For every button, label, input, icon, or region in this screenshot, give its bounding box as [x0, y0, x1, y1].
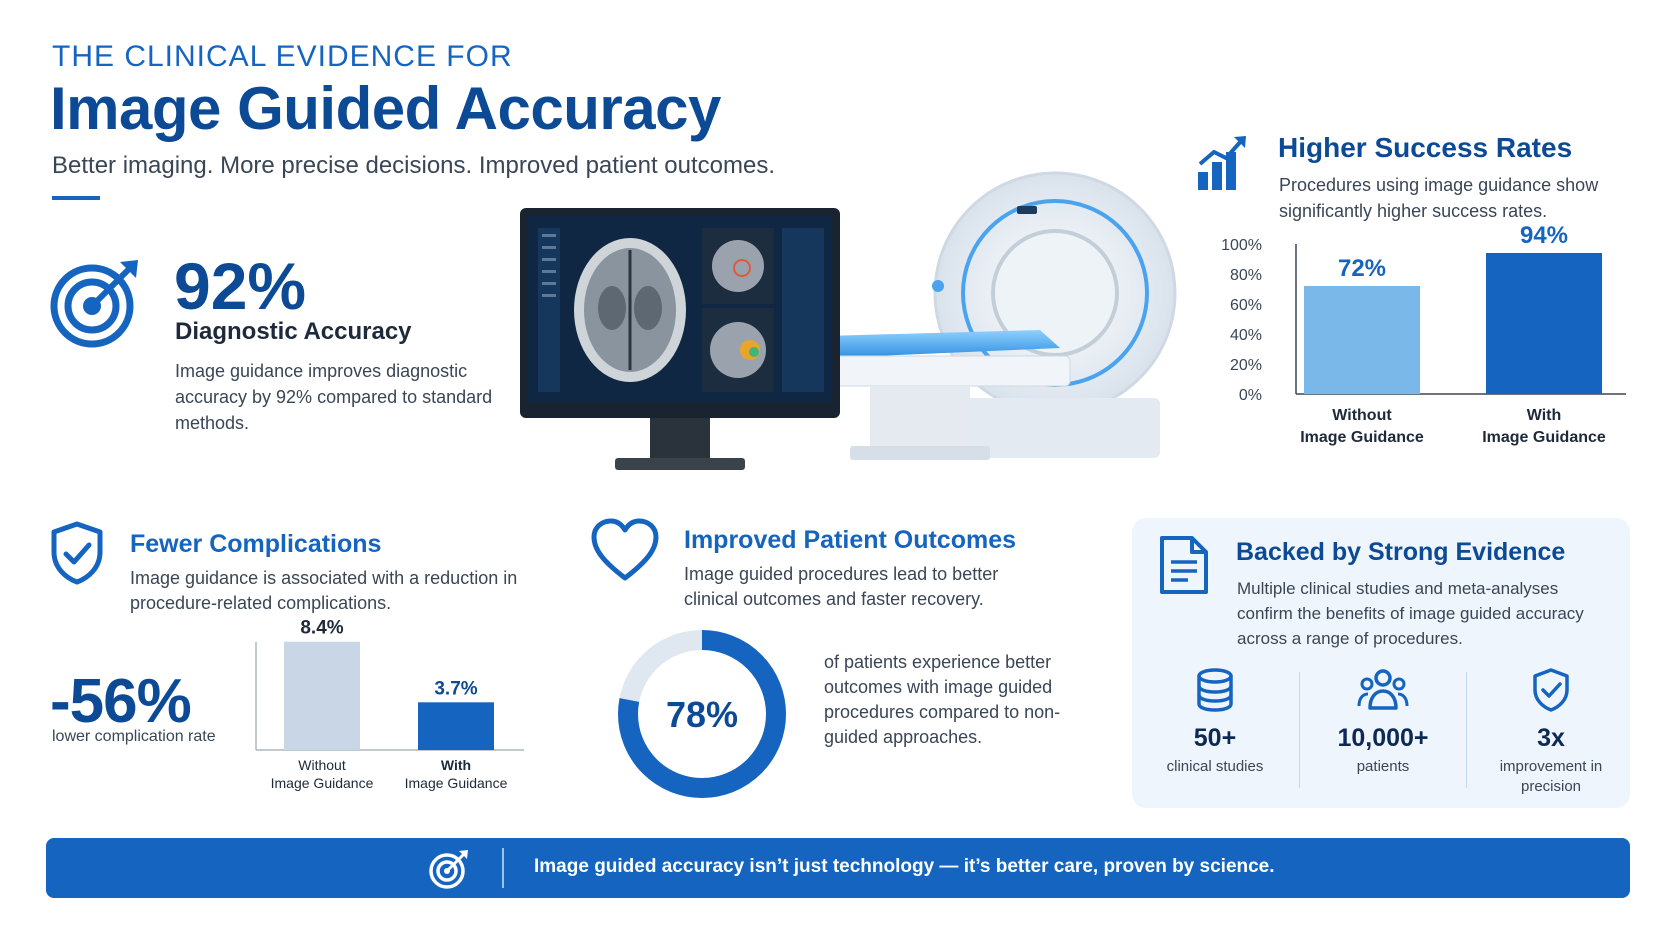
stat-value: 50+ [1193, 724, 1237, 752]
donut-center-label: 78% [666, 694, 738, 735]
stat-label: clinical studies [1166, 758, 1264, 775]
complications-title: Fewer Complications [130, 530, 382, 558]
shield-check-icon [51, 521, 103, 585]
page-title: Image Guided Accuracy [50, 75, 721, 142]
stat-label: improvement in precision [1499, 758, 1603, 795]
shield-check-icon [1533, 668, 1569, 712]
x-tick-label: Image Guidance [1300, 429, 1424, 446]
data-label: 94% [1520, 222, 1568, 249]
success-title: Higher Success Rates [1278, 132, 1573, 163]
complications-description: Image guidance is associated with a redu… [130, 568, 518, 613]
evidence-description: Multiple clinical studies and meta-analy… [1237, 579, 1584, 648]
evidence-card [1132, 518, 1630, 808]
document-icon [1160, 536, 1208, 594]
footer-banner [46, 838, 1630, 898]
stat-label: patients [1356, 758, 1410, 775]
stat-value: 10,000+ [1337, 724, 1429, 752]
target-icon [50, 260, 138, 348]
outcomes-description: Image guided procedures lead to better c… [684, 564, 999, 609]
outcomes-text: of patients experience better outcomes w… [824, 652, 1061, 747]
target-icon [429, 850, 468, 889]
evidence-title: Backed by Strong Evidence [1236, 538, 1566, 566]
y-tick-label: 100% [1221, 237, 1262, 254]
y-tick-label: 20% [1230, 357, 1262, 374]
bar [1304, 286, 1420, 394]
accuracy-description: Image guidance improves diagnostic accur… [175, 361, 493, 433]
bar [1486, 253, 1602, 394]
x-tick-label: Without [1332, 407, 1392, 424]
bar [418, 702, 494, 750]
title-rule [52, 196, 100, 200]
stat-studies: 50+ clinical studies [1132, 668, 1298, 777]
people-icon [1357, 669, 1409, 710]
complications-label: lower complication rate [52, 728, 216, 745]
page-subtitle: Better imaging. More precise decisions. … [52, 152, 776, 179]
stat-precision: 3x improvement in precision [1468, 668, 1634, 797]
y-tick-label: 0% [1239, 387, 1262, 404]
x-tick-label: Image Guidance [405, 775, 508, 791]
accuracy-value: 92% [174, 249, 307, 323]
x-tick-label: With [1527, 407, 1562, 424]
stat-patients: 10,000+ patients [1300, 668, 1466, 777]
footer-divider [502, 848, 504, 888]
complications-value: -56% [50, 667, 192, 736]
y-tick-label: 40% [1230, 327, 1262, 344]
outcomes-title: Improved Patient Outcomes [684, 526, 1017, 554]
heart-icon [591, 518, 659, 581]
y-tick-label: 80% [1230, 267, 1262, 284]
x-tick-label: With [441, 757, 471, 773]
data-label: 8.4% [300, 618, 343, 639]
donut-slice [618, 630, 786, 798]
data-label: 3.7% [434, 678, 477, 699]
x-tick-label: Image Guidance [1482, 429, 1606, 446]
x-tick-label: Image Guidance [271, 775, 374, 791]
bar-chart-icon [1198, 136, 1246, 190]
outcomes-donut-chart: 78% [618, 630, 786, 798]
stat-divider [1466, 672, 1467, 788]
stat-value: 3x [1537, 724, 1565, 752]
data-label: 72% [1338, 255, 1386, 282]
database-icon [1197, 668, 1233, 712]
imaging-equipment-illustration [520, 171, 1177, 470]
footer-text: Image guided accuracy isn’t just technol… [534, 856, 1275, 877]
accuracy-label: Diagnostic Accuracy [175, 318, 412, 345]
success-description: Procedures using image guidance show sig… [1279, 175, 1599, 221]
bar [284, 641, 360, 750]
stat-divider [1299, 672, 1300, 788]
eyebrow: THE CLINICAL EVIDENCE FOR [52, 40, 513, 73]
x-tick-label: Without [298, 757, 346, 773]
y-tick-label: 60% [1230, 297, 1262, 314]
